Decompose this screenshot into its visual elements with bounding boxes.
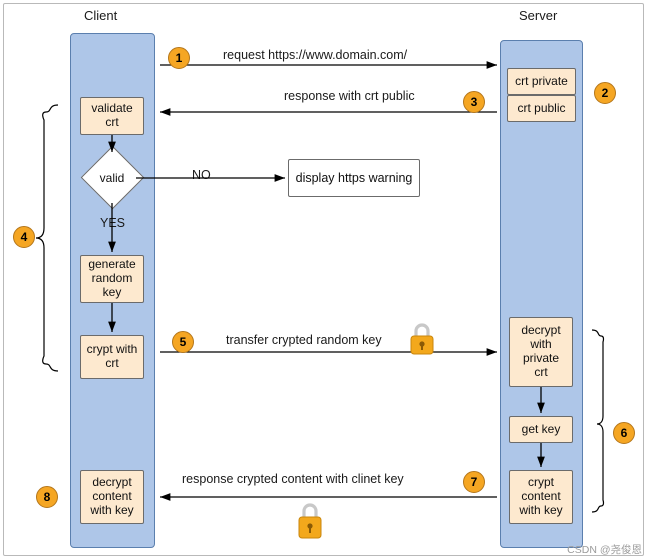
crypt-crt-line-1: crypt with bbox=[86, 342, 138, 357]
badge-1: 1 bbox=[168, 47, 190, 69]
client-box-validate-crt: validate crt bbox=[80, 97, 144, 135]
generate-line-2: random bbox=[91, 271, 133, 286]
server-box-crt-private: crt private bbox=[507, 68, 576, 95]
decrypt-content-line-3: with key bbox=[90, 502, 134, 517]
srv-crypt-line-3: with key bbox=[519, 502, 563, 517]
srv-decrypt-line-3: private bbox=[522, 351, 560, 365]
https-warning-box: display https warning bbox=[288, 159, 420, 197]
srv-decrypt-line-2: with bbox=[530, 337, 552, 352]
server-box-decrypt-with-private-crt: decrypt with private crt bbox=[509, 317, 573, 387]
decrypt-content-line-1: decrypt bbox=[92, 475, 132, 490]
badge-7: 7 bbox=[463, 471, 485, 493]
srv-crypt-line-2: content bbox=[521, 489, 561, 504]
padlock-icon-top bbox=[408, 322, 436, 361]
generate-line-3: key bbox=[102, 284, 122, 299]
badge-5: 5 bbox=[172, 331, 194, 353]
crypt-crt-line-2: crt bbox=[105, 356, 119, 370]
srv-decrypt-line-4: crt bbox=[534, 364, 548, 379]
message-1-label: request https://www.domain.com/ bbox=[223, 48, 408, 62]
badge-6: 6 bbox=[613, 422, 635, 444]
client-title: Client bbox=[84, 8, 118, 23]
client-box-validate-crt-line-1: validate bbox=[91, 101, 133, 116]
client-box-crypt-with-crt: crypt with crt bbox=[80, 335, 144, 379]
badge-4: 4 bbox=[13, 226, 35, 248]
message-7-label: response crypted content with clinet key bbox=[182, 472, 404, 486]
decision-label: valid bbox=[99, 171, 125, 185]
client-box-validate-crt-line-2: crt bbox=[105, 115, 119, 129]
server-box-crt-public: crt public bbox=[507, 95, 576, 122]
message-5-label: transfer crypted random key bbox=[226, 333, 382, 347]
client-box-decrypt-content-with-key: decrypt content with key bbox=[80, 470, 144, 524]
message-3-label: response with crt public bbox=[284, 89, 415, 103]
decrypt-content-line-2: content bbox=[92, 489, 132, 504]
generate-line-1: generate bbox=[88, 257, 136, 272]
watermark: CSDN @尧俊恩 bbox=[567, 544, 642, 556]
padlock-icon-bottom bbox=[296, 500, 324, 545]
badge-3: 3 bbox=[463, 91, 485, 113]
server-title: Server bbox=[519, 8, 558, 23]
server-box-crypt-content-with-key: crypt content with key bbox=[509, 470, 573, 524]
badge-8: 8 bbox=[36, 486, 58, 508]
client-box-generate-random-key: generate random key bbox=[80, 255, 144, 303]
server-box-get-key: get key bbox=[509, 416, 573, 443]
srv-decrypt-line-1: decrypt bbox=[521, 323, 561, 338]
server-lane bbox=[500, 40, 583, 548]
decision-yes-label: YES bbox=[100, 216, 126, 230]
badge-2: 2 bbox=[594, 82, 616, 104]
decision-no-label: NO bbox=[192, 168, 211, 182]
srv-crypt-line-1: crypt bbox=[527, 475, 554, 490]
